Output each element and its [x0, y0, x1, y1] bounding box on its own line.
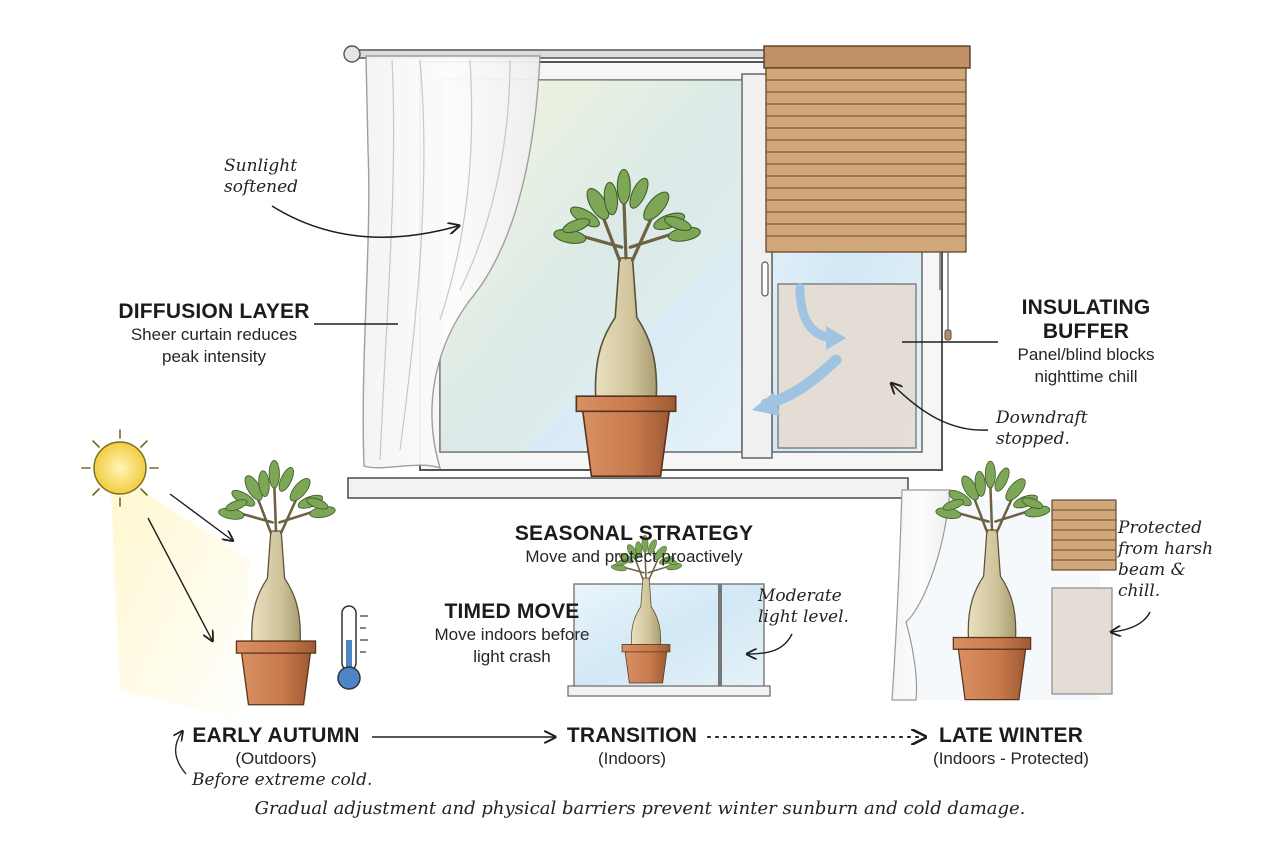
- winter-curtain: [891, 489, 951, 701]
- protected-annotation-line: beam &: [1118, 560, 1186, 580]
- insulating-title: INSULATING: [1021, 296, 1151, 319]
- sunlight-arrow: [271, 205, 458, 239]
- timed-move-desc: Move indoors before: [434, 625, 590, 644]
- stage-name: EARLY AUTUMN: [192, 724, 360, 747]
- downdraft-pointer: [892, 384, 989, 431]
- seasonal-strategy-label: SEASONAL STRATEGY Move and protect proac…: [484, 522, 784, 568]
- transition-scene: [567, 534, 771, 697]
- sheer-curtain: [362, 55, 541, 470]
- stage-late-winter: LATE WINTER (Indoors - Protected): [906, 724, 1116, 770]
- protected-annotation-line: Protected: [1118, 518, 1202, 538]
- sunlight-annotation: Sunlight softened: [224, 156, 298, 198]
- window-sill: [347, 477, 909, 499]
- before-cold-annotation: Before extreme cold.: [192, 770, 373, 790]
- sun-ray-arrow-2: [147, 517, 212, 640]
- strategy-subtitle: Move and protect proactively: [525, 547, 743, 566]
- diffusion-desc: peak intensity: [162, 347, 266, 366]
- venetian-blind: [763, 45, 971, 341]
- stage-location: (Indoors): [597, 749, 667, 768]
- insulating-title: BUFFER: [1042, 320, 1130, 343]
- small-window: [573, 583, 765, 689]
- protected-pointer: [1112, 611, 1151, 632]
- diffusion-desc: Sheer curtain reduces: [130, 325, 298, 344]
- protected-annotation-line: chill.: [1118, 581, 1161, 601]
- timed-move-label: TIMED MOVE Move indoors before light cra…: [412, 600, 612, 668]
- sun-beam: [110, 470, 250, 720]
- stage-early-autumn: EARLY AUTUMN (Outdoors): [176, 724, 376, 770]
- strategy-title: SEASONAL STRATEGY: [514, 522, 754, 545]
- sun-icon: [93, 441, 147, 495]
- protected-annotation: Protected from harsh beam & chill.: [1118, 518, 1213, 602]
- insulating-desc: Panel/blind blocks: [1017, 345, 1155, 364]
- winter-panel: [1051, 587, 1113, 695]
- main-window: [343, 45, 971, 499]
- timed-move-title: TIMED MOVE: [444, 600, 580, 623]
- insulating-buffer-label: INSULATING BUFFER Panel/blind blocks nig…: [996, 296, 1176, 388]
- protected-annotation-line: from harsh: [1118, 539, 1214, 559]
- stage-transition: TRANSITION (Indoors): [532, 724, 732, 770]
- downdraft-annotation-line: Downdraft: [996, 408, 1088, 428]
- footer-caption: Gradual adjustment and physical barriers…: [254, 798, 1026, 819]
- window-handle: [761, 261, 769, 297]
- stage-location: (Outdoors): [235, 749, 317, 768]
- moderate-annotation: Moderate light level.: [758, 586, 849, 628]
- curtain-rod-finial: [343, 45, 361, 63]
- moderate-annotation-line: light level.: [758, 607, 849, 627]
- diffusion-title: DIFFUSION LAYER: [118, 300, 310, 323]
- stage-name: TRANSITION: [566, 724, 698, 747]
- stage-name: LATE WINTER: [938, 724, 1084, 747]
- moderate-pointer: [748, 633, 793, 654]
- downdraft-annotation-line: stopped.: [996, 429, 1070, 449]
- moderate-annotation-line: Moderate: [758, 586, 842, 606]
- diffusion-layer-label: DIFFUSION LAYER Sheer curtain reduces pe…: [114, 300, 314, 368]
- insulating-desc: nighttime chill: [1034, 367, 1138, 386]
- sunlight-annotation-line: softened: [224, 177, 299, 197]
- late-winter-scene: [891, 459, 1117, 701]
- stage-location: (Indoors - Protected): [933, 749, 1089, 768]
- sunlight-annotation-line: Sunlight: [224, 156, 298, 176]
- downdraft-annotation: Downdraft stopped.: [996, 408, 1088, 450]
- sun-ray-arrow-1: [169, 493, 232, 540]
- before-cold-pointer: [176, 732, 187, 775]
- winter-blind: [1051, 499, 1117, 571]
- timed-move-desc: light crash: [473, 647, 551, 666]
- early-autumn-scene: [81, 429, 368, 720]
- thermometer-icon: [337, 605, 368, 690]
